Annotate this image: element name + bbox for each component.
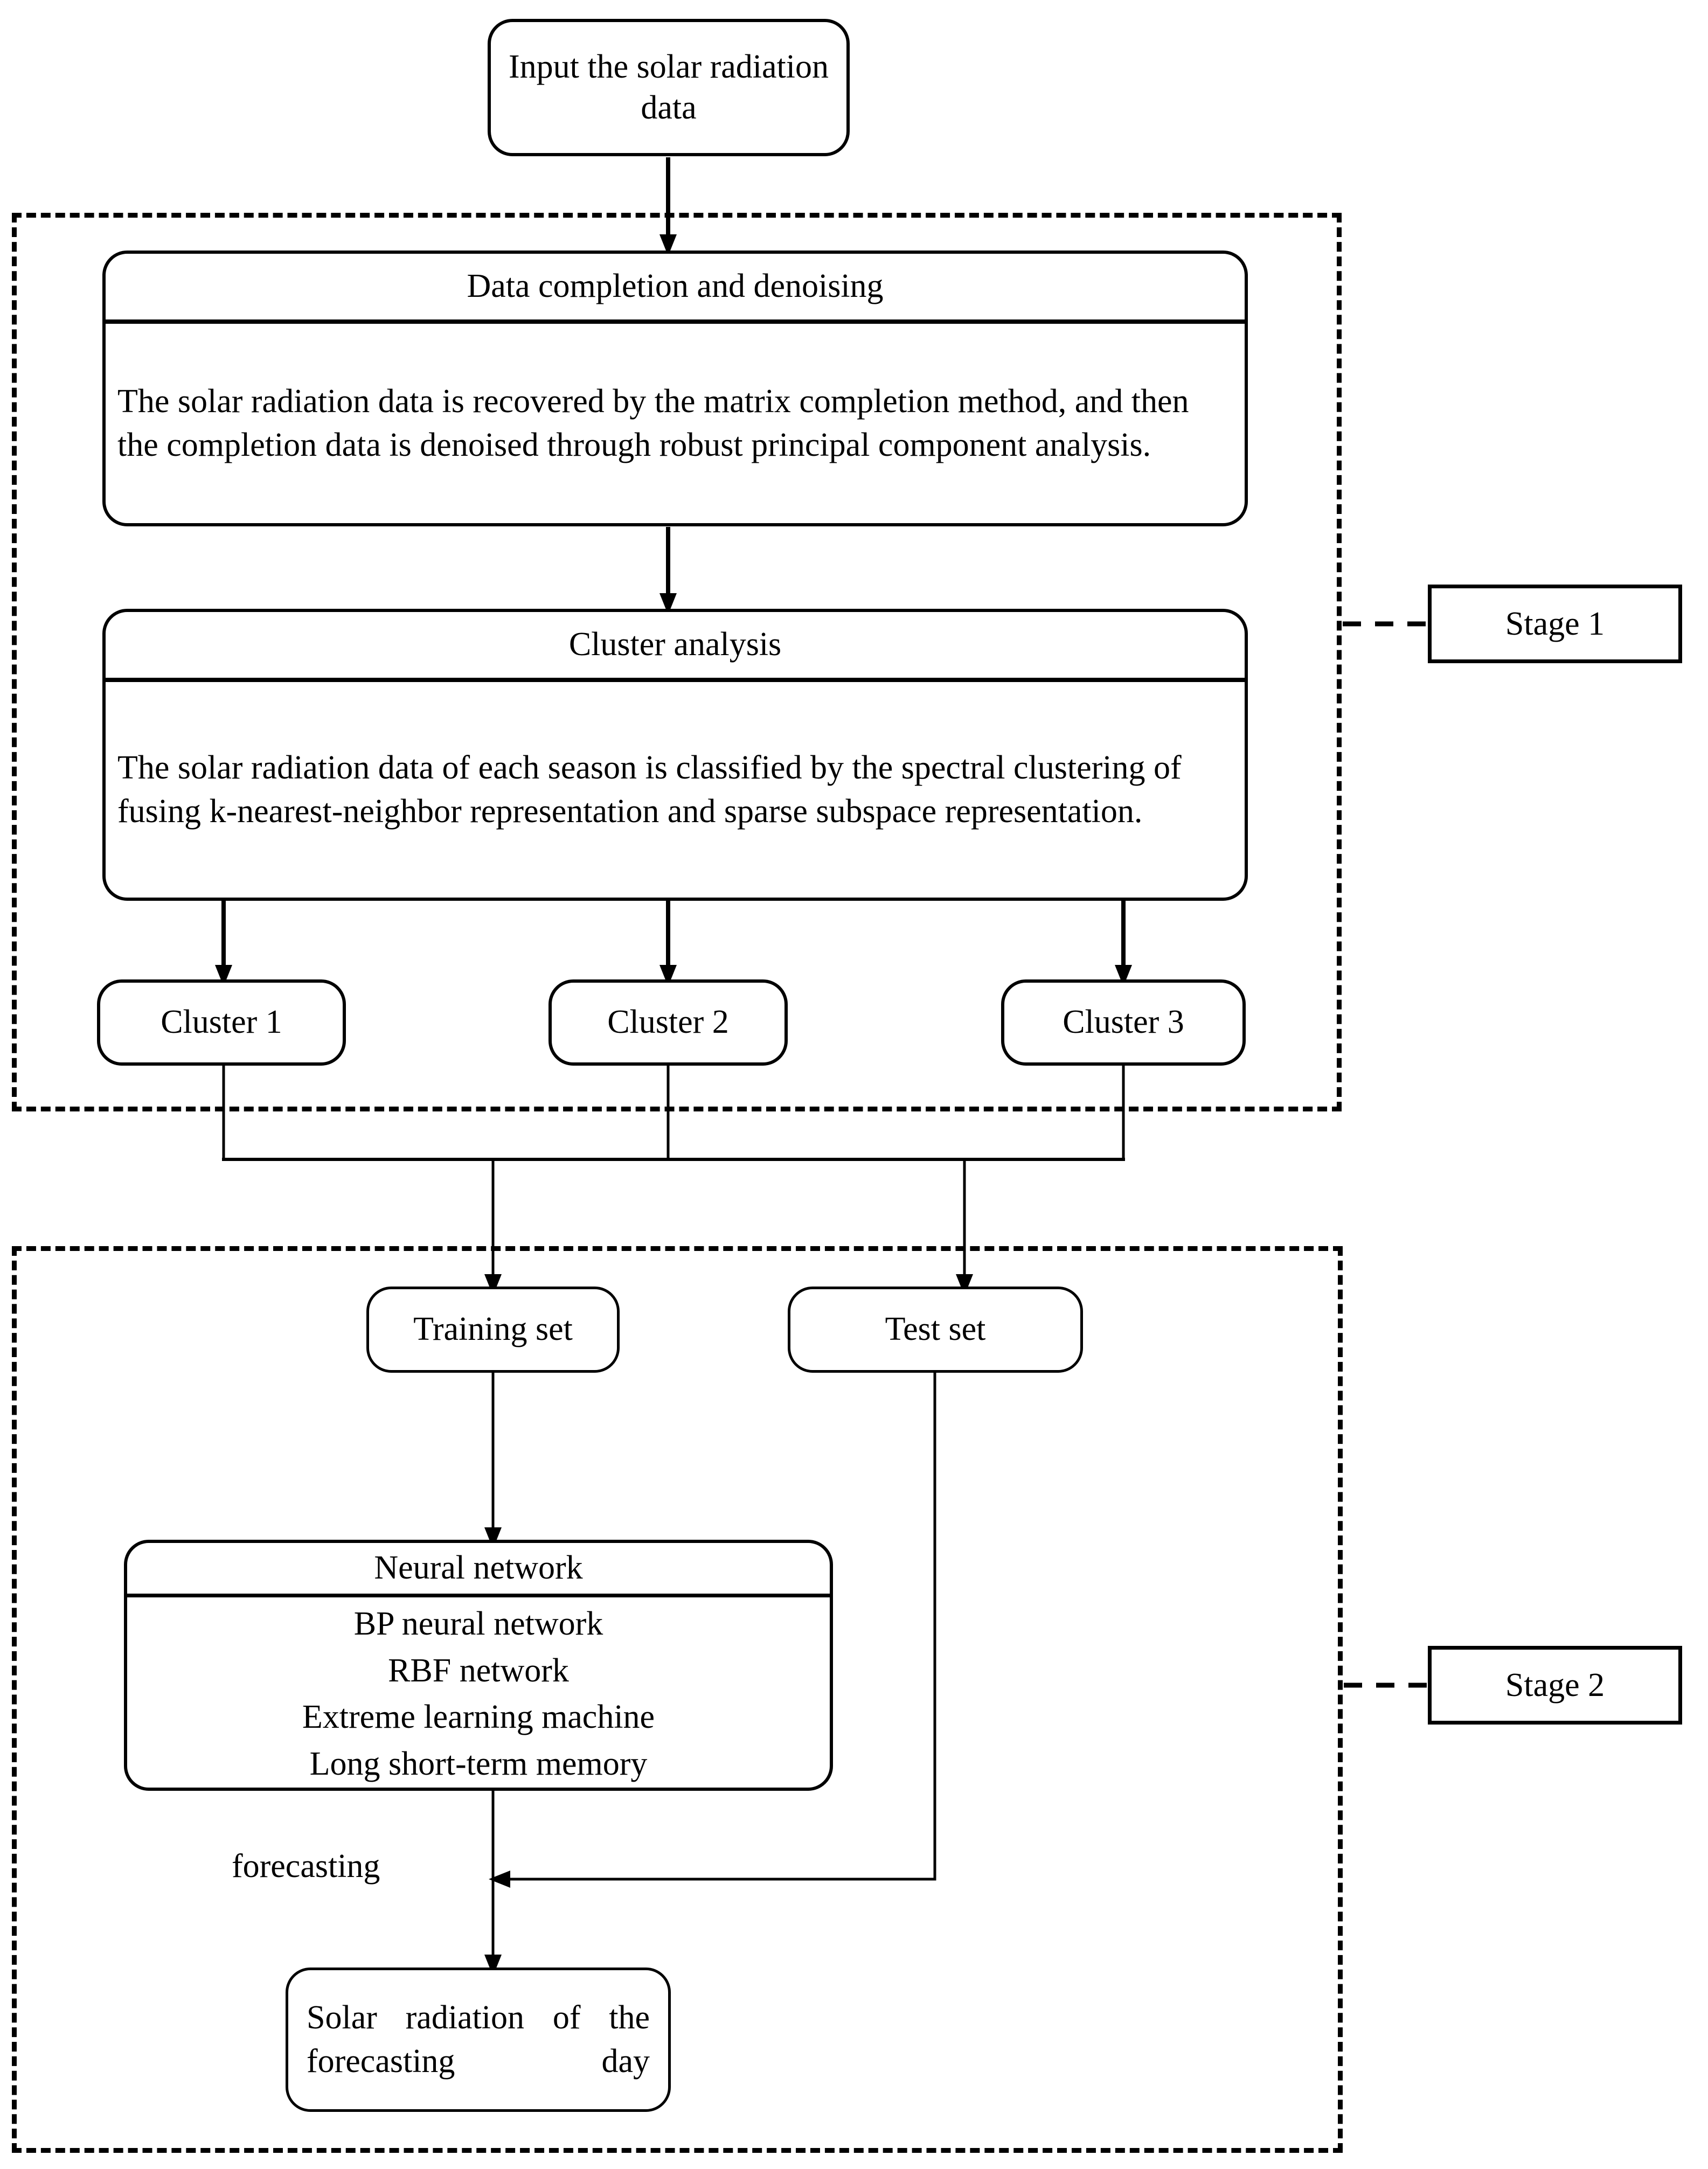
node-data-completion-header: Data completion and denoising — [467, 268, 884, 305]
stage-2-label: Stage 2 — [1505, 1666, 1605, 1704]
node-test-set[interactable]: Test set — [788, 1287, 1083, 1373]
edge-label-forecasting: forecasting — [232, 1848, 380, 1885]
node-cluster-analysis[interactable]: Cluster analysis The solar radiation dat… — [102, 609, 1248, 901]
node-neural-network[interactable]: Neural network BP neural network RBF net… — [124, 1540, 833, 1791]
node-test-set-label: Test set — [885, 1311, 986, 1348]
neural-network-method-item: Extreme learning machine — [302, 1699, 655, 1736]
node-training-set[interactable]: Training set — [366, 1287, 620, 1373]
node-data-completion-body: The solar radiation data is recovered by… — [117, 383, 1189, 463]
neural-network-method-list: BP neural network RBF network Extreme le… — [127, 1601, 830, 1788]
node-output[interactable]: Solar radiation of the forecasting day — [286, 1968, 671, 2112]
node-data-completion[interactable]: Data completion and denoising The solar … — [102, 251, 1248, 526]
node-output-label: Solar radiation of the forecasting day — [307, 1999, 650, 2080]
node-cluster-1-label: Cluster 1 — [161, 1004, 282, 1041]
node-neural-network-header: Neural network — [374, 1549, 583, 1587]
stage2-dashed-container — [12, 1246, 1343, 2153]
stage-2-label-box[interactable]: Stage 2 — [1428, 1646, 1682, 1725]
stage1-dashed-container — [12, 213, 1342, 1111]
neural-network-method-item: Long short-term memory — [309, 1746, 648, 1783]
node-cluster-analysis-body: The solar radiation data of each season … — [117, 749, 1182, 830]
node-cluster-2[interactable]: Cluster 2 — [548, 979, 788, 1066]
node-cluster-analysis-header: Cluster analysis — [568, 626, 782, 663]
stage-1-label-box[interactable]: Stage 1 — [1428, 585, 1682, 663]
node-training-set-label: Training set — [413, 1311, 573, 1348]
node-input[interactable]: Input the solar radiation data — [488, 19, 850, 156]
neural-network-method-item: RBF network — [388, 1652, 569, 1689]
node-cluster-1[interactable]: Cluster 1 — [97, 979, 346, 1066]
node-cluster-3[interactable]: Cluster 3 — [1001, 979, 1246, 1066]
node-cluster-3-label: Cluster 3 — [1063, 1004, 1184, 1041]
node-input-label: Input the solar radiation data — [509, 48, 829, 126]
node-cluster-2-label: Cluster 2 — [607, 1004, 729, 1041]
stage-1-label: Stage 1 — [1505, 605, 1605, 642]
neural-network-method-item: BP neural network — [353, 1605, 603, 1642]
